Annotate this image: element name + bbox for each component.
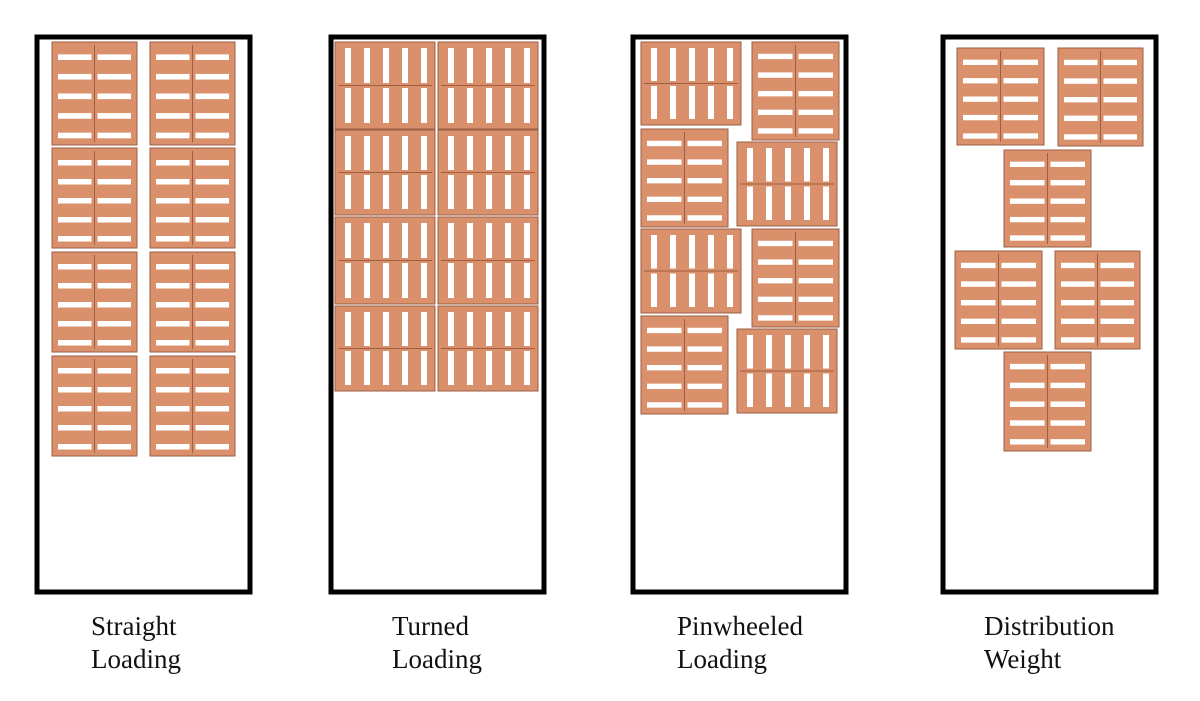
pallet — [149, 147, 236, 249]
caption-line-2: Weight — [984, 644, 1062, 674]
caption-line-1: Distribution — [984, 611, 1115, 641]
pallet — [956, 47, 1045, 146]
caption-line-2: Loading — [677, 644, 767, 674]
container-straight-loading — [34, 34, 253, 595]
pallet — [51, 147, 138, 249]
pallet — [640, 228, 742, 314]
caption-line-1: Pinwheeled — [677, 611, 803, 641]
pallet — [640, 128, 729, 228]
pallet — [149, 41, 236, 146]
pallet — [334, 129, 436, 216]
pallet — [1003, 149, 1092, 248]
pallet — [437, 129, 539, 216]
caption-line-2: Loading — [91, 644, 181, 674]
pallet — [1057, 47, 1144, 147]
caption-turned-loading: Turned Loading — [392, 610, 482, 676]
pallet — [51, 251, 138, 353]
pallet — [751, 228, 840, 328]
pallet — [51, 355, 138, 457]
pallet — [437, 216, 539, 305]
pallet — [1054, 250, 1141, 350]
pallet — [751, 41, 840, 141]
pallet — [334, 305, 436, 392]
caption-pinwheeled-loading: Pinwheeled Loading — [677, 610, 803, 676]
container-distribution-weight — [940, 34, 1159, 595]
pallet — [149, 355, 236, 457]
pallet — [640, 315, 729, 415]
pallet — [736, 328, 838, 414]
container-pinwheeled-loading — [630, 34, 849, 595]
container-turned-loading — [328, 34, 547, 595]
pallet — [437, 41, 539, 130]
pallet — [736, 141, 838, 227]
pallet — [51, 41, 138, 146]
pallet — [954, 250, 1043, 350]
caption-straight-loading: Straight Loading — [91, 610, 181, 676]
pallet — [334, 41, 436, 130]
pallet — [1003, 351, 1092, 452]
pallet — [437, 305, 539, 392]
pallet — [640, 41, 742, 126]
pallet — [149, 251, 236, 353]
caption-line-1: Straight — [91, 611, 177, 641]
pallet — [334, 216, 436, 305]
caption-distribution-weight: Distribution Weight — [984, 610, 1115, 676]
caption-line-1: Turned — [392, 611, 470, 641]
caption-line-2: Loading — [392, 644, 482, 674]
